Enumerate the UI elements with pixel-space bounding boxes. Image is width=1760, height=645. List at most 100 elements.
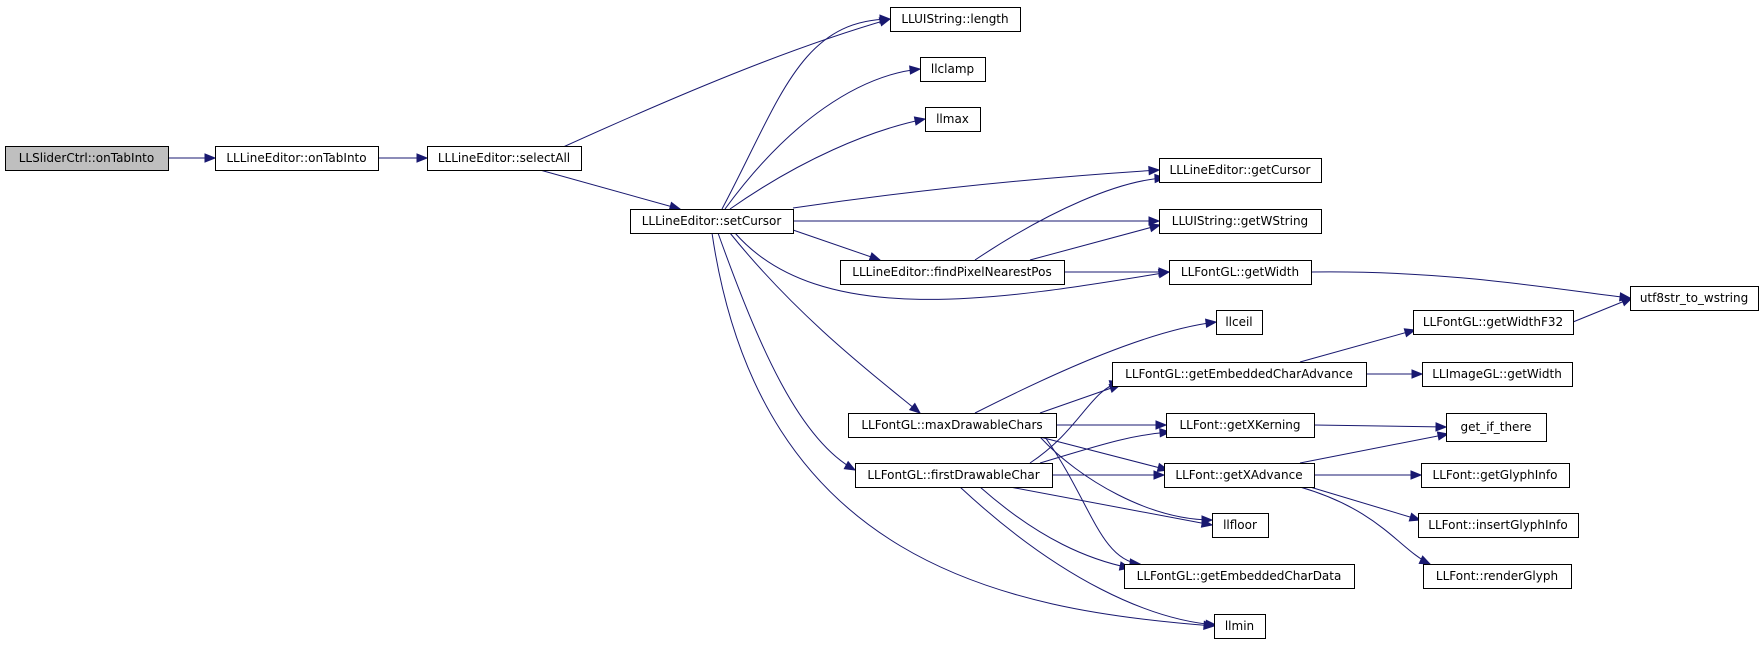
node-box bbox=[427, 146, 582, 171]
node-llfloor[interactable]: llfloor bbox=[1212, 513, 1269, 538]
node-llceil[interactable]: llceil bbox=[1216, 310, 1263, 335]
node-getWString[interactable]: LLUIString::getWString bbox=[1159, 209, 1322, 234]
edge-firstDrawable-to-llfloor bbox=[1009, 486, 1214, 528]
node-label: LLFont::renderGlyph bbox=[1436, 569, 1558, 583]
edge-findPixel-to-getCursor bbox=[974, 173, 1167, 261]
edge-line bbox=[1039, 436, 1169, 471]
node-label: LLImageGL::getWidth bbox=[1432, 367, 1562, 381]
edge-firstDrawable-to-getEmbData bbox=[979, 486, 1132, 571]
node-label: llfloor bbox=[1223, 518, 1257, 532]
node-getEmbData[interactable]: LLFontGL::getEmbeddedCharData bbox=[1124, 564, 1355, 589]
node-findPixel[interactable]: LLLineEditor::findPixelNearestPos bbox=[840, 260, 1065, 285]
node-imgGetWidth[interactable]: LLImageGL::getWidth bbox=[1422, 362, 1573, 387]
node-setCursor[interactable]: LLLineEditor::setCursor bbox=[630, 209, 794, 234]
node-label: llmax bbox=[936, 112, 969, 126]
edge-line bbox=[1309, 486, 1421, 521]
edge-arrowhead bbox=[1205, 318, 1218, 328]
node-getEmbAdv[interactable]: LLFontGL::getEmbeddedCharAdvance bbox=[1112, 362, 1367, 387]
edge-line bbox=[1039, 384, 1121, 414]
node-getCursor[interactable]: LLLineEditor::getCursor bbox=[1159, 158, 1322, 183]
edge-arrowhead bbox=[1148, 216, 1161, 226]
node-box bbox=[1446, 413, 1547, 442]
edge-line bbox=[979, 486, 1131, 569]
node-box bbox=[1423, 564, 1572, 589]
node-box bbox=[1164, 463, 1315, 488]
node-label: LLFontGL::getWidthF32 bbox=[1423, 315, 1563, 329]
node-label: LLSliderCtrl::onTabInto bbox=[19, 151, 154, 165]
call-graph-edges bbox=[168, 14, 1634, 630]
node-insertGlyphInfo[interactable]: LLFont::insertGlyphInfo bbox=[1418, 513, 1579, 538]
node-getGlyphInfo[interactable]: LLFont::getGlyphInfo bbox=[1421, 463, 1570, 488]
edge-setCursor-to-findPixel bbox=[792, 229, 882, 262]
edge-line bbox=[721, 18, 891, 210]
node-label: llmin bbox=[1225, 619, 1254, 633]
edge-line bbox=[1310, 271, 1631, 299]
node-length[interactable]: LLUIString::length bbox=[890, 7, 1021, 32]
node-firstDrawable[interactable]: LLFontGL::firstDrawableChar bbox=[855, 463, 1053, 488]
edge-line bbox=[1313, 424, 1447, 428]
node-getXKerning[interactable]: LLFont::getXKerning bbox=[1166, 413, 1315, 438]
edge-line bbox=[792, 169, 1160, 209]
node-label: utf8str_to_wstring bbox=[1640, 291, 1748, 305]
edge-arrowhead bbox=[204, 153, 217, 163]
edge-findPixel-to-getWidth bbox=[1064, 267, 1171, 277]
edge-arrowhead bbox=[1158, 267, 1171, 277]
edge-selectAll-to-length bbox=[560, 17, 892, 149]
edge-line bbox=[729, 118, 926, 210]
node-utf8[interactable]: utf8str_to_wstring bbox=[1630, 286, 1759, 311]
node-selectAll[interactable]: LLLineEditor::selectAll bbox=[427, 146, 582, 171]
node-llmin[interactable]: llmin bbox=[1214, 614, 1266, 639]
edge-getXAdvance-to-insertGlyphInfo bbox=[1309, 486, 1422, 522]
edge-setCursor-to-llclamp bbox=[724, 65, 922, 210]
edge-setCursor-to-llmax bbox=[729, 116, 927, 210]
edge-getXAdvance-to-renderGlyph bbox=[1299, 486, 1432, 565]
edge-setCursor-to-getWString bbox=[793, 216, 1161, 226]
node-label: LLFontGL::getEmbeddedCharAdvance bbox=[1125, 367, 1353, 381]
edge-line bbox=[717, 232, 856, 471]
edge-sliderOnTabInto-to-onTabInto bbox=[168, 153, 217, 163]
edge-line bbox=[539, 169, 681, 210]
node-label: LLLineEditor::findPixelNearestPos bbox=[852, 265, 1051, 279]
edge-line bbox=[1029, 224, 1161, 261]
node-getIfThere[interactable]: get_if_there bbox=[1446, 413, 1547, 442]
node-label: LLFontGL::getEmbeddedCharData bbox=[1137, 569, 1342, 583]
edge-arrowhead bbox=[843, 460, 857, 471]
node-box bbox=[630, 209, 794, 234]
edge-arrowhead bbox=[1436, 431, 1450, 441]
node-box bbox=[215, 146, 379, 171]
node-llmax[interactable]: llmax bbox=[925, 107, 981, 132]
edge-maxDrawable-to-getXKerning bbox=[1056, 420, 1168, 430]
edge-line bbox=[724, 68, 921, 210]
edge-getEmbAdv-to-imgGetWidth bbox=[1366, 369, 1424, 379]
edge-line bbox=[1039, 436, 1213, 521]
edge-setCursor-to-length bbox=[721, 14, 892, 210]
node-renderGlyph[interactable]: LLFont::renderGlyph bbox=[1423, 564, 1572, 589]
edge-arrowhead bbox=[879, 14, 892, 24]
node-box bbox=[1421, 463, 1570, 488]
node-box bbox=[1216, 310, 1263, 335]
node-sliderOnTabInto[interactable]: LLSliderCtrl::onTabInto bbox=[5, 146, 169, 171]
edge-maxDrawable-to-llceil bbox=[974, 318, 1218, 414]
edge-line bbox=[1299, 486, 1431, 565]
node-label: LLFont::getXAdvance bbox=[1175, 468, 1302, 482]
node-getXAdvance[interactable]: LLFont::getXAdvance bbox=[1164, 463, 1315, 488]
edge-arrowhead bbox=[1205, 619, 1218, 629]
node-box bbox=[848, 413, 1057, 438]
call-graph-nodes: LLSliderCtrl::onTabInto LLLineEditor::onT… bbox=[5, 7, 1759, 639]
edge-arrowhead bbox=[1200, 518, 1214, 528]
node-llclamp[interactable]: llclamp bbox=[920, 57, 986, 82]
node-box bbox=[1630, 286, 1759, 311]
node-label: LLFont::getGlyphInfo bbox=[1433, 468, 1558, 482]
node-getWidth[interactable]: LLFontGL::getWidth bbox=[1169, 260, 1312, 285]
node-box bbox=[1166, 413, 1315, 438]
edge-arrowhead bbox=[1408, 512, 1422, 522]
edge-arrowhead bbox=[1410, 470, 1423, 480]
node-onTabInto[interactable]: LLLineEditor::onTabInto bbox=[215, 146, 379, 171]
node-label: LLFontGL::getWidth bbox=[1181, 265, 1299, 279]
node-maxDrawable[interactable]: LLFontGL::maxDrawableChars bbox=[848, 413, 1057, 438]
edge-setCursor-to-firstDrawable bbox=[717, 232, 857, 471]
node-getWidthF32[interactable]: LLFontGL::getWidthF32 bbox=[1413, 310, 1574, 335]
node-label: LLLineEditor::selectAll bbox=[438, 151, 570, 165]
edge-setCursor-to-getCursor bbox=[792, 165, 1161, 209]
